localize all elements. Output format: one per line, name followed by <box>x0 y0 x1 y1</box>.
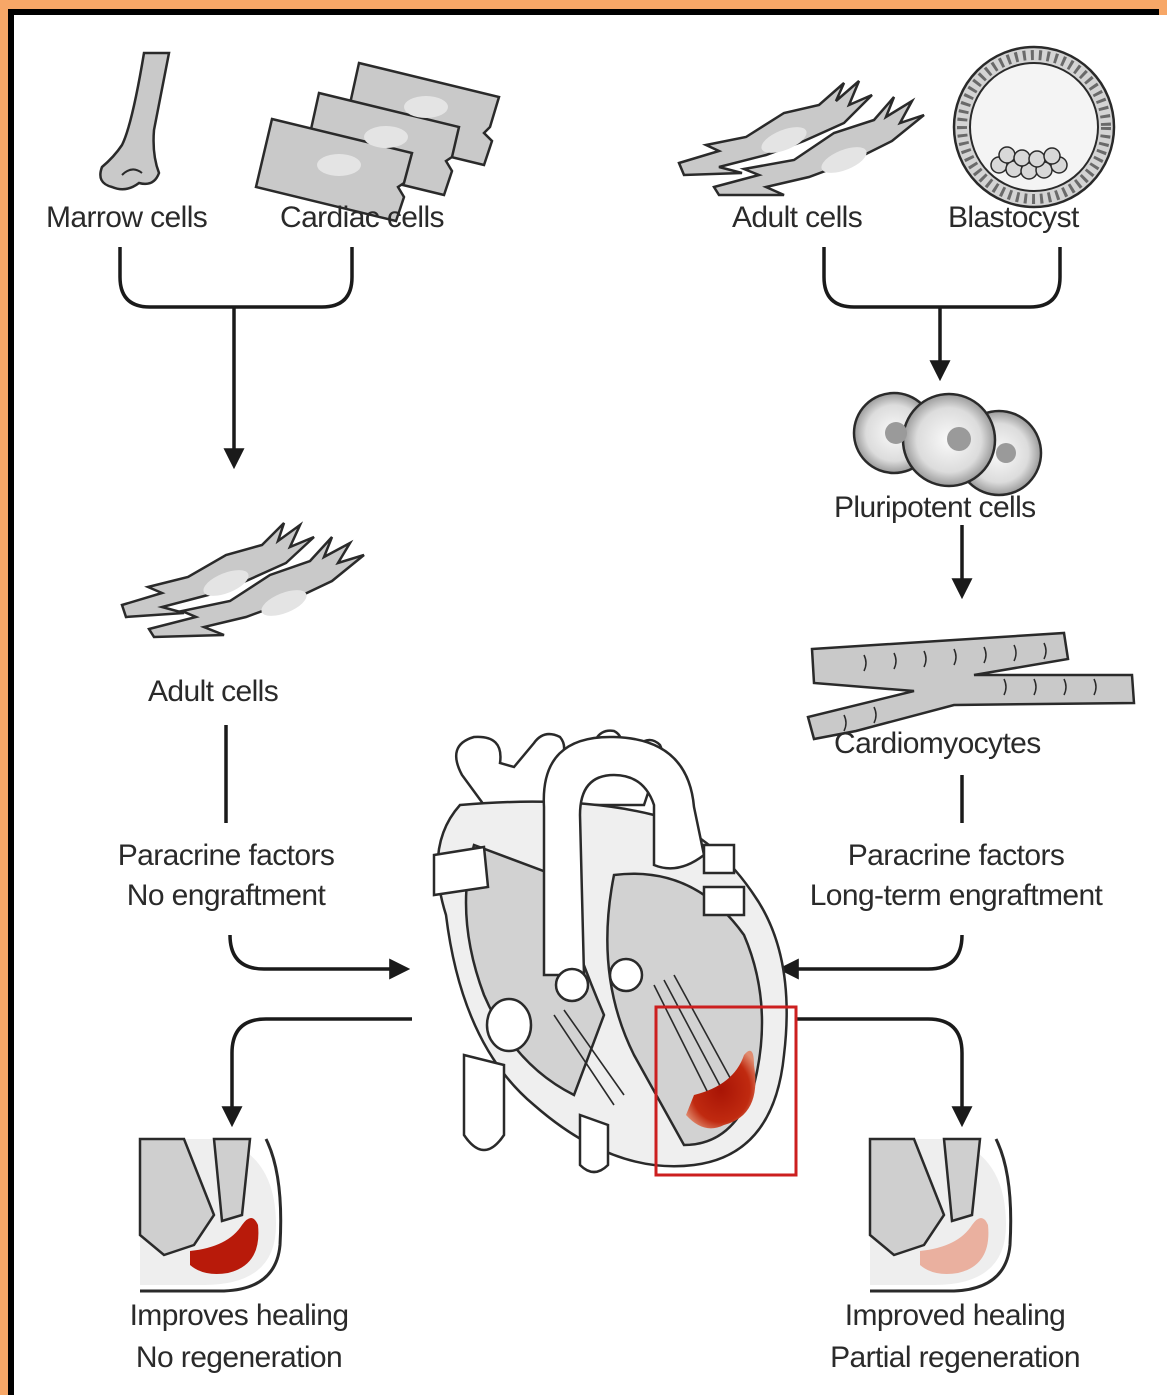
label-cardiac-cells: Cardiac cells <box>280 201 444 235</box>
label-left-path-line1: Paracrine factors <box>96 839 356 873</box>
right-merge-bracket <box>824 247 1060 377</box>
label-adult-cells-top: Adult cells <box>732 201 862 235</box>
heart-illustration <box>434 731 787 1172</box>
label-right-path-line2: Long-term engraftment <box>786 879 1126 913</box>
right-outcome-arrow <box>796 1019 962 1123</box>
figure-canvas: Marrow cells Cardiac cells Adult cells B… <box>14 15 1167 1395</box>
cardiomyocytes-icon <box>808 633 1134 739</box>
label-pluripotent-cells: Pluripotent cells <box>834 491 1036 525</box>
bone-icon <box>100 53 169 189</box>
left-merge-bracket <box>120 247 352 465</box>
label-marrow-cells: Marrow cells <box>46 201 207 235</box>
label-right-outcome-line2: Partial regeneration <box>810 1341 1100 1375</box>
right-outcome-inset <box>870 1139 1011 1291</box>
left-outcome-inset <box>140 1139 281 1291</box>
left-outcome-arrow <box>232 1019 412 1123</box>
label-left-outcome-line2: No regeneration <box>104 1341 374 1375</box>
label-cardiomyocytes: Cardiomyocytes <box>834 727 1041 761</box>
cardiac-cells-icon <box>256 63 499 221</box>
adult-cells-top-icon <box>679 81 924 195</box>
label-left-path-line2: No engraftment <box>96 879 356 913</box>
label-blastocyst: Blastocyst <box>948 201 1079 235</box>
pluripotent-cells-icon <box>854 393 1041 495</box>
blastocyst-icon <box>954 47 1114 207</box>
label-right-outcome-line1: Improved healing <box>810 1299 1100 1333</box>
label-adult-cells-left: Adult cells <box>148 675 278 709</box>
label-left-outcome-line1: Improves healing <box>104 1299 374 1333</box>
label-right-path-line1: Paracrine factors <box>786 839 1126 873</box>
adult-cells-left-icon <box>122 523 364 637</box>
